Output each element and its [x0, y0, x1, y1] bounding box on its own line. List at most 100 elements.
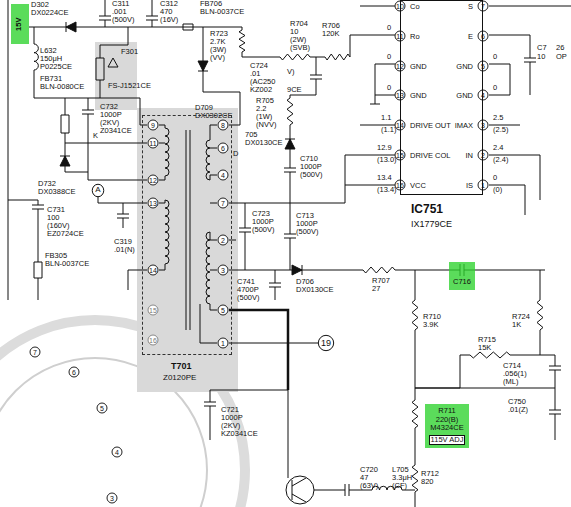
- wire: [549, 410, 561, 414]
- part-label: R712: [421, 470, 439, 478]
- wire: [82, 110, 94, 114]
- highlight-box: C716: [449, 262, 475, 290]
- part-label: (VV): [210, 54, 225, 62]
- ic-block: IC751IX1779CECoRoGNDGNDDRIVE OUTDRIVE CO…: [400, 0, 483, 195]
- part-label: 1000P: [100, 111, 122, 119]
- wire: [489, 155, 540, 200]
- part-label: (SVB): [290, 44, 310, 52]
- part-label: C720: [360, 466, 378, 474]
- wire: [325, 54, 350, 60]
- wire: [290, 172, 291, 203]
- pin-number: 4: [478, 90, 489, 101]
- wire: [370, 64, 395, 104]
- wire: [8, 0, 9, 300]
- part-label: (2KV): [221, 422, 240, 430]
- wire: [210, 270, 217, 271]
- wire: [159, 143, 165, 144]
- pin-number: 1: [218, 338, 229, 349]
- wire: [555, 414, 556, 440]
- part-label: R710: [423, 313, 441, 321]
- part-label: 12.9: [377, 144, 392, 152]
- wire: [60, 156, 70, 166]
- pin-number: 3: [478, 120, 489, 131]
- part-label: R724: [512, 313, 530, 321]
- part-label: C7: [537, 44, 547, 52]
- part-label: C723: [252, 210, 270, 218]
- wire: [489, 6, 571, 7]
- circle-outline: [318, 335, 333, 350]
- pin-number: 6: [218, 143, 229, 154]
- wire: [360, 6, 395, 7]
- pin-name: DRIVE OUT: [410, 122, 451, 131]
- wire: [555, 370, 556, 410]
- part-label: (2KV): [100, 119, 119, 127]
- wire: [310, 57, 325, 58]
- part-label: 150μH: [40, 55, 62, 63]
- part-label: 705: [245, 131, 258, 139]
- part-label: C731: [47, 206, 65, 214]
- pin-number: 5: [97, 403, 108, 414]
- wire: [412, 300, 418, 330]
- wire: [470, 352, 510, 358]
- wire: [123, 203, 124, 214]
- wire: [415, 428, 416, 465]
- part-label: BLN-0037CE: [45, 260, 89, 268]
- wire: [108, 58, 118, 67]
- part-label: DX0130CE: [245, 139, 283, 147]
- wire: [198, 61, 208, 71]
- pin-name: E: [468, 33, 473, 42]
- wire: [210, 125, 217, 140]
- wire: [38, 278, 39, 300]
- part-label: C750: [508, 398, 526, 406]
- node-text: M4324CE: [430, 424, 463, 433]
- part-label: L632: [40, 47, 57, 55]
- wire: [415, 330, 416, 400]
- node-text: 19: [321, 339, 331, 348]
- part-label: 2.2: [256, 105, 266, 113]
- wire: [210, 232, 217, 240]
- wire: [363, 267, 395, 273]
- wire: [530, 62, 531, 95]
- wire: [34, 70, 147, 125]
- wire: [229, 240, 236, 241]
- node-text: A: [95, 186, 100, 195]
- pin-number: 4: [112, 447, 123, 458]
- pin-name: GND: [456, 63, 473, 72]
- pin-name: IS: [466, 182, 473, 191]
- wire: [287, 98, 293, 125]
- part-label: (500V): [300, 171, 323, 179]
- part-label: 1000P: [296, 220, 318, 228]
- wire: [345, 484, 349, 496]
- wire: [88, 98, 89, 110]
- node-text: 115V ADJ: [429, 435, 466, 446]
- wire: [105, 20, 106, 27]
- part-label: 15K: [478, 344, 491, 352]
- wire: [210, 175, 217, 180]
- pin-name: S: [468, 3, 473, 12]
- part-label: D302: [31, 1, 49, 9]
- wire: [239, 228, 251, 232]
- part-label: FB706: [200, 0, 222, 8]
- wire: [99, 16, 111, 20]
- part-label: .001: [112, 8, 127, 16]
- wire: [464, 270, 545, 271]
- part-label: .01: [250, 70, 260, 78]
- pin-number: 15: [148, 305, 159, 316]
- wire: [66, 22, 76, 32]
- part-label: 1000P: [252, 218, 274, 226]
- part-label: L705: [392, 466, 409, 474]
- part-label: C319: [114, 238, 132, 246]
- part-label: 13.4: [377, 174, 392, 182]
- wire: [229, 155, 395, 203]
- wire: [88, 114, 147, 180]
- wire: [105, 0, 106, 16]
- part-label: .056(1): [503, 370, 527, 378]
- circle-outline: [92, 184, 104, 196]
- wire: [98, 196, 147, 203]
- part-label: BLN-0037CE: [200, 8, 244, 16]
- part-label: C732: [100, 103, 118, 111]
- wire: [128, 270, 147, 290]
- pin-number: 12: [148, 175, 159, 186]
